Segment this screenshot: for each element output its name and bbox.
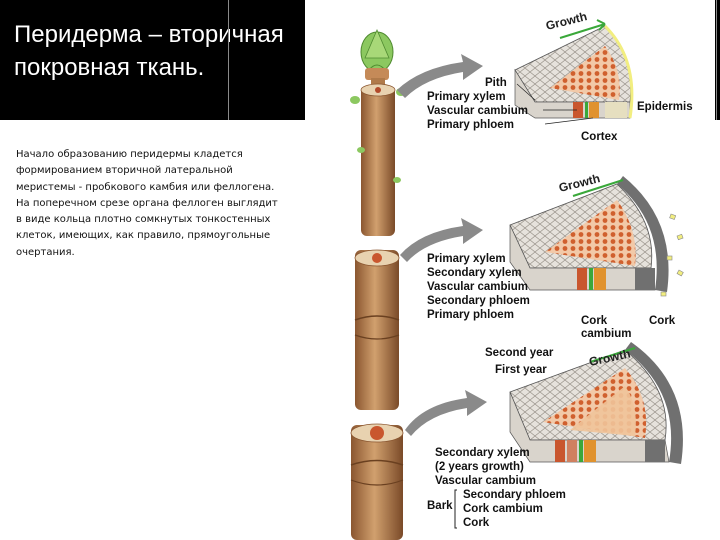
stem-illustration (350, 28, 406, 540)
label-primary-xylem-2: Primary xylem (427, 253, 506, 265)
label-epidermis: Epidermis (637, 101, 693, 113)
label-cork-cambium-line1: Cork (581, 315, 608, 327)
label-secondary-phloem-3: Secondary phloem (463, 489, 566, 501)
stem-segment-2 (354, 249, 400, 410)
stem-segment-1 (350, 83, 406, 236)
epidermis-flakes (660, 213, 684, 297)
title-divider-right (716, 0, 717, 120)
connector-arrows (397, 54, 487, 436)
label-first-year: First year (495, 364, 547, 376)
paragraph-phellogen-origin: Начало образованию перидермы кладется фо… (16, 149, 275, 193)
terminal-bud (360, 28, 394, 80)
label-secondary-phloem-2: Secondary phloem (427, 295, 530, 307)
label-vascular-cambium-1: Vascular cambium (427, 105, 528, 117)
label-secondary-xylem-2: Secondary xylem (427, 267, 522, 279)
label-cork-cambium-3: Cork cambium (463, 503, 543, 515)
label-two-years-growth: (2 years growth) (435, 461, 524, 473)
arrow-1 (397, 54, 483, 98)
slide-body: Начало образованию перидермы кладется фо… (16, 147, 278, 261)
arrow-3 (405, 390, 487, 436)
arrow-2 (400, 218, 483, 262)
label-bark: Bark (427, 500, 453, 512)
growth-label-1: Growth (544, 9, 588, 33)
growth-label-2: Growth (557, 171, 601, 195)
label-secondary-xylem-3: Secondary xylem (435, 447, 530, 459)
label-primary-phloem-1: Primary phloem (427, 119, 514, 131)
label-vascular-cambium-2: Vascular cambium (427, 281, 528, 293)
section-panel-1: Growth Pith Primary xylem Vascular cambi… (427, 9, 693, 143)
figure-svg: Growth Pith Primary xylem Vascular cambi… (350, 9, 693, 540)
label-second-year: Second year (485, 347, 554, 359)
label-cork-3: Cork (463, 517, 490, 529)
section-panel-2: Growth Primary xylem Secondary xylem Vas… (427, 171, 684, 340)
label-primary-phloem-2: Primary phloem (427, 309, 514, 321)
label-cortex: Cortex (581, 131, 618, 143)
periderm-figure: Growth Pith Primary xylem Vascular cambi… (305, 0, 715, 540)
section-panel-3: Growth Second year First year Secondary … (427, 342, 683, 529)
stem-neck (371, 78, 385, 86)
stem-segment-3 (350, 423, 404, 540)
title-divider-left (228, 0, 229, 120)
label-vascular-cambium-3: Vascular cambium (435, 475, 536, 487)
label-primary-xylem-1: Primary xylem (427, 91, 506, 103)
label-cork-cambium-line2: cambium (581, 328, 632, 340)
paragraph-phellogen-section: На поперечном срезе органа феллоген выгл… (16, 197, 278, 258)
slide-title: Перидерма – вторичная покровная ткань. (14, 21, 284, 81)
label-cork-2: Cork (649, 315, 676, 327)
label-pith: Pith (485, 77, 507, 89)
